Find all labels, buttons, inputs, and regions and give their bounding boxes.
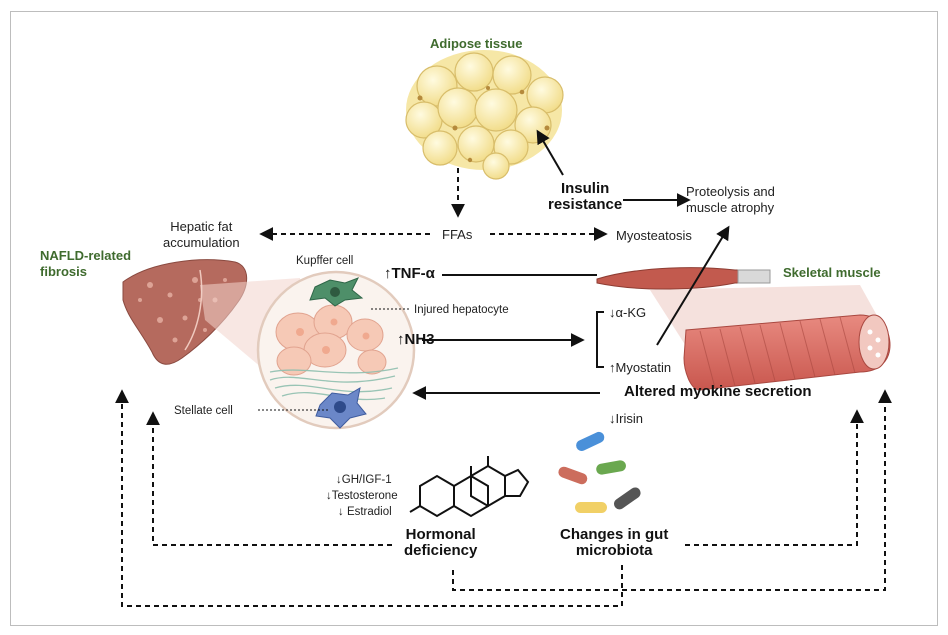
gut-microbiota-label: Changes in gut microbiota [560,526,669,559]
arrow-myostatin-to-proteolysis [656,225,730,346]
arrow-ir-to-adipose [536,129,564,176]
irisin-label: ↓Irisin [609,411,643,426]
proteolysis-label: Proteolysis and muscle atrophy [686,184,775,215]
skeletal-muscle-illustration [596,267,891,391]
solid-arrows [412,129,730,400]
altered-myokine-label: Altered myokine secretion [624,383,812,400]
estradiol-label: ↓ Estradiol [338,506,392,518]
tnf-alpha-label: ↑TNF-α [384,265,435,282]
arrow-to-liver-outer [115,389,623,607]
insulin-resistance-label: Insulin resistance [548,180,623,213]
gut-bacteria-illustration [558,431,641,513]
nafld-fibrosis-label: NAFLD-related fibrosis [40,248,132,279]
nh3-label: ↑NH3 [397,331,435,348]
steroid-structure-icon [409,456,530,518]
kupffer-cell-label: Kupffer cell [296,255,354,267]
ffas-label: FFAs [442,227,473,242]
stellate-cell-label: Stellate cell [174,405,233,417]
arrow-to-muscle-outer [452,389,892,591]
hormonal-deficiency-label: Hormonal deficiency [404,526,478,559]
myostatin-label: ↑Myostatin [609,360,672,375]
arrow-hormonal-to-liver [146,411,392,546]
testosterone-label: ↓Testosterone [326,490,398,502]
alpha-kg-label: ↓α-KG [609,305,647,320]
dashed-arrows [115,168,892,607]
hepatic-fat-label: Hepatic fat accumulation [163,219,240,250]
arrow-microbiota-to-muscle [685,409,864,546]
leader-lines [258,308,410,411]
adipose-tissue-label: Adipose tissue [430,36,523,51]
liver-cell-zoom-circle [256,270,416,430]
skeletal-muscle-label: Skeletal muscle [783,265,881,280]
myosteatosis-label: Myosteatosis [616,228,692,243]
adipose-tissue-illustration [405,50,564,180]
injured-hepatocyte-label: Injured hepatocyte [414,304,509,316]
bracket-akg-myostatin [596,311,604,368]
gh-igf1-label: ↓GH/IGF-1 [336,474,392,486]
